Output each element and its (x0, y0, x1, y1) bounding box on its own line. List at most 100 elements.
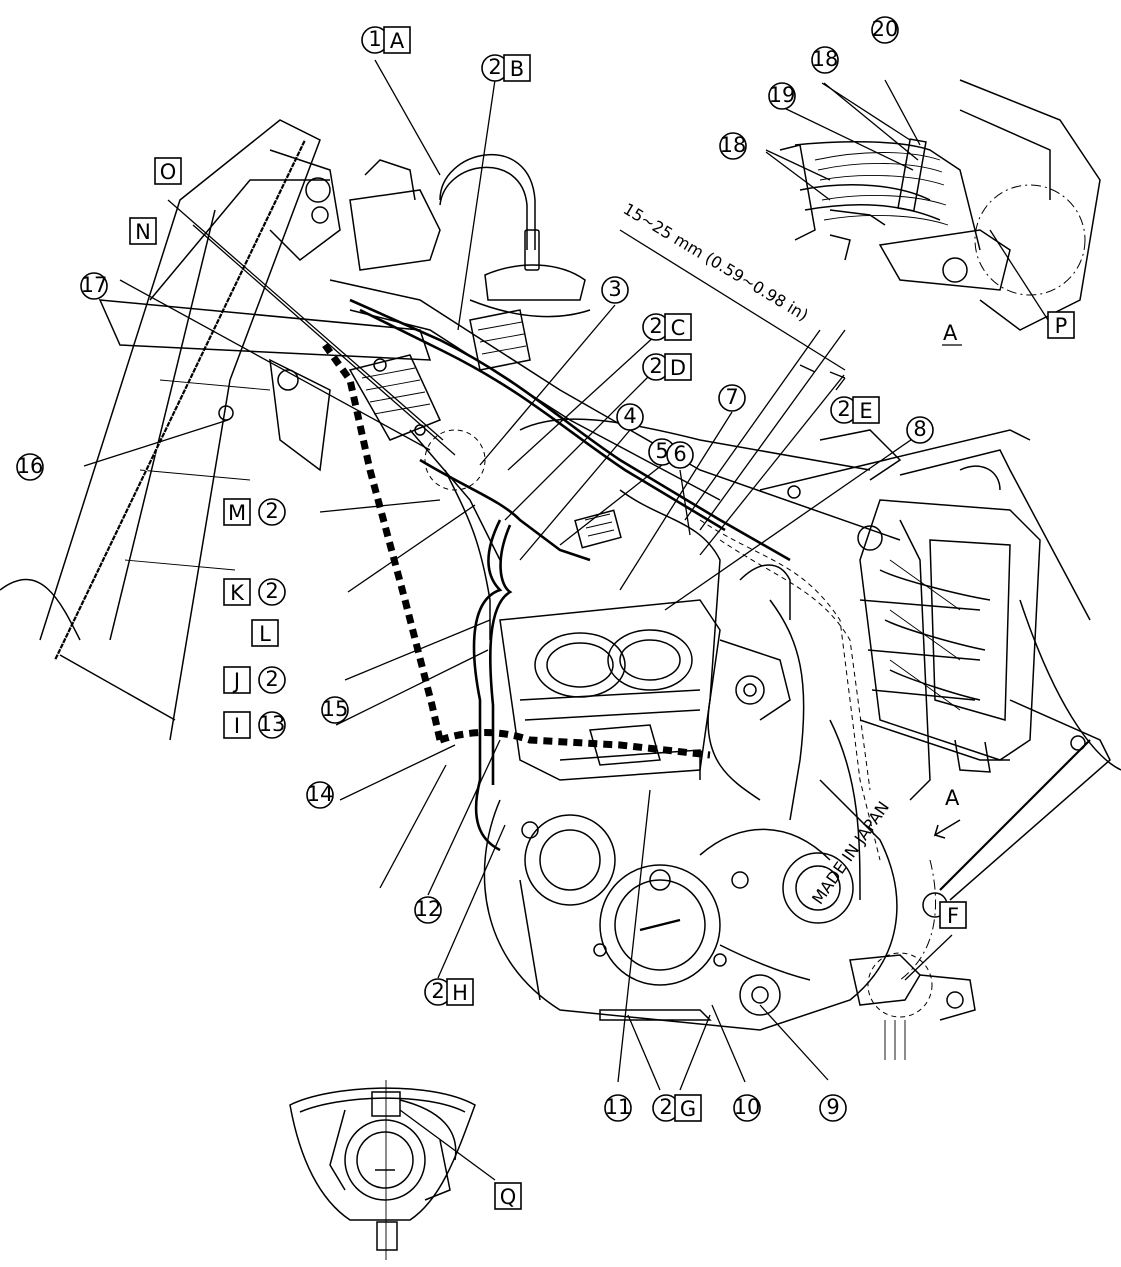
callout-number: 4 (623, 404, 636, 428)
callout-letter: I (234, 714, 240, 738)
letter-N: N (135, 220, 151, 244)
callout-12: 12 (414, 896, 442, 924)
callout-15: 15 (321, 696, 349, 724)
callout-number: 17 (81, 273, 108, 297)
callout-number-circle (306, 781, 334, 809)
callout-8: 8 (906, 416, 934, 444)
callout-11: 11 (604, 1094, 632, 1122)
callout-13-I: 13 I (223, 711, 286, 739)
callout-14: 14 (306, 781, 334, 809)
callout-number-circle (258, 578, 286, 606)
callout-2-K: 2K (223, 578, 286, 606)
callout-letter-box (664, 353, 692, 381)
callout-letter-box (223, 578, 251, 606)
callout-4: 4 (616, 403, 644, 431)
callout-number-circle (80, 272, 108, 300)
callout-number-circle (871, 16, 899, 44)
letter-label-O: O (154, 157, 182, 185)
letter-L: L (259, 622, 271, 646)
steering-head (349, 153, 591, 318)
letter-label-L: L (251, 619, 279, 647)
callout-number-circle (16, 453, 44, 481)
callout-number-circle (719, 132, 747, 160)
callout-18: 18 (719, 132, 747, 160)
callout-number: 11 (605, 1095, 632, 1119)
callout-2-M: 2M (223, 498, 286, 526)
callout-number-circle (819, 1094, 847, 1122)
letter-F: F (947, 904, 959, 928)
callout-letter-box (664, 313, 692, 341)
callout-number: 13 (259, 712, 286, 736)
callout-number: 5 (655, 439, 668, 463)
callout-number: 18 (720, 133, 747, 157)
callout-letter: H (452, 981, 468, 1005)
callout-number: 16 (17, 454, 44, 478)
hatched-cable (322, 342, 711, 759)
leader-lines (83, 59, 1049, 1181)
callout-number: 2 (837, 397, 850, 421)
view-arrow: A (933, 786, 961, 839)
callout-letter-box (674, 1094, 702, 1122)
letter-Q: Q (500, 1185, 517, 1209)
headlight-view (289, 1080, 476, 1260)
inset-label: A (943, 321, 958, 345)
callout-number: 20 (872, 17, 899, 41)
callout-number-circle (601, 276, 629, 304)
callout-letter-box (223, 666, 251, 694)
callout-letter: D (670, 356, 686, 380)
regulator-unit (348, 309, 622, 549)
callout-number-circle (906, 416, 934, 444)
callout-number-circle (414, 896, 442, 924)
callout-number-circle (258, 498, 286, 526)
callout-7: 7 (718, 384, 746, 412)
callout-number-circle (604, 1094, 632, 1122)
callout-19: 19 (768, 82, 796, 110)
callout-letter: A (390, 29, 405, 53)
callout-letter: E (859, 399, 872, 423)
callout-letter: B (510, 57, 524, 81)
callout-number-circle (666, 441, 694, 469)
callout-number: 7 (725, 385, 738, 409)
callout-17: 17 (80, 272, 108, 300)
callout-3: 3 (601, 276, 629, 304)
callout-number: 2 (659, 1095, 672, 1119)
callout-letter: C (671, 316, 686, 340)
callout-number: 12 (415, 897, 442, 921)
engine: MADE IN JAPAN (483, 564, 898, 1031)
callout-letter-box (852, 396, 880, 424)
footrest-bracket (849, 952, 976, 1060)
callout-20: 20 (871, 16, 899, 44)
dimension-text: 15~25 mm (0.59~0.98 in) (620, 199, 812, 325)
callout-number-circle (616, 403, 644, 431)
letter-label-N: N (129, 217, 157, 245)
callout-number: 6 (673, 442, 686, 466)
letter-label-P: P (1047, 311, 1075, 339)
callout-number: 2 (488, 55, 501, 79)
callout-letter-box (223, 498, 251, 526)
callout-letter-box (446, 978, 474, 1006)
letter-O: O (160, 160, 177, 184)
callout-number-circle (258, 666, 286, 694)
callout-number: 2 (649, 354, 662, 378)
callout-number: 2 (265, 667, 278, 691)
callout-number: 2 (649, 314, 662, 338)
frame-outline (329, 279, 1121, 918)
letter-P: P (1055, 314, 1068, 338)
callout-6: 6 (666, 441, 694, 469)
callout-number: 3 (608, 277, 621, 301)
callout-letter: G (680, 1097, 696, 1121)
callout-number: 2 (265, 579, 278, 603)
callout-18: 18 (811, 46, 839, 74)
callout-number: 8 (913, 417, 926, 441)
callout-number: 2 (431, 979, 444, 1003)
callout-letter: M (228, 501, 246, 525)
letter-label-Q: Q (494, 1182, 522, 1210)
callout-number: 15 (322, 697, 349, 721)
air-filter-box (859, 499, 1041, 773)
